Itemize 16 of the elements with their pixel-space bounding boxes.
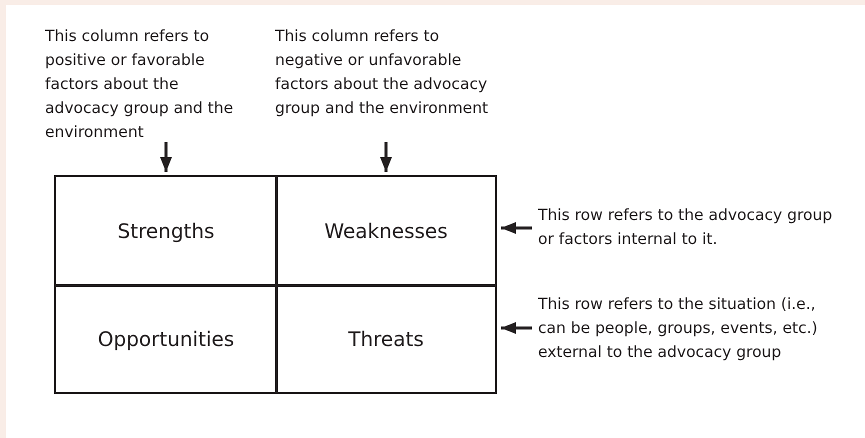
matrix-cell <box>275 284 497 394</box>
arrow <box>160 142 172 172</box>
cell-label: Threats <box>348 327 424 351</box>
matrix-cell <box>54 284 278 394</box>
annotation-text: This row refers to the advocacy group or factors internal to it. <box>538 206 832 248</box>
matrix-cell <box>54 175 278 287</box>
annotation-text: This row refers to the situation (i.e., can be people, groups, events, etc.) external to the advocacy group <box>538 295 818 361</box>
arrow <box>380 142 392 172</box>
arrow <box>501 222 532 234</box>
arrow <box>501 322 532 334</box>
cell-label: Opportunities <box>98 327 234 351</box>
cell-label: Strengths <box>118 219 214 243</box>
annotation-text: This column refers to negative or unfavorable factors about the advocacy group and the environment <box>275 27 488 117</box>
cell-label: Weaknesses <box>324 219 448 243</box>
matrix-cell <box>275 175 497 287</box>
annotation-text: This column refers to positive or favorable factors about the advocacy group and the environment <box>45 27 234 141</box>
